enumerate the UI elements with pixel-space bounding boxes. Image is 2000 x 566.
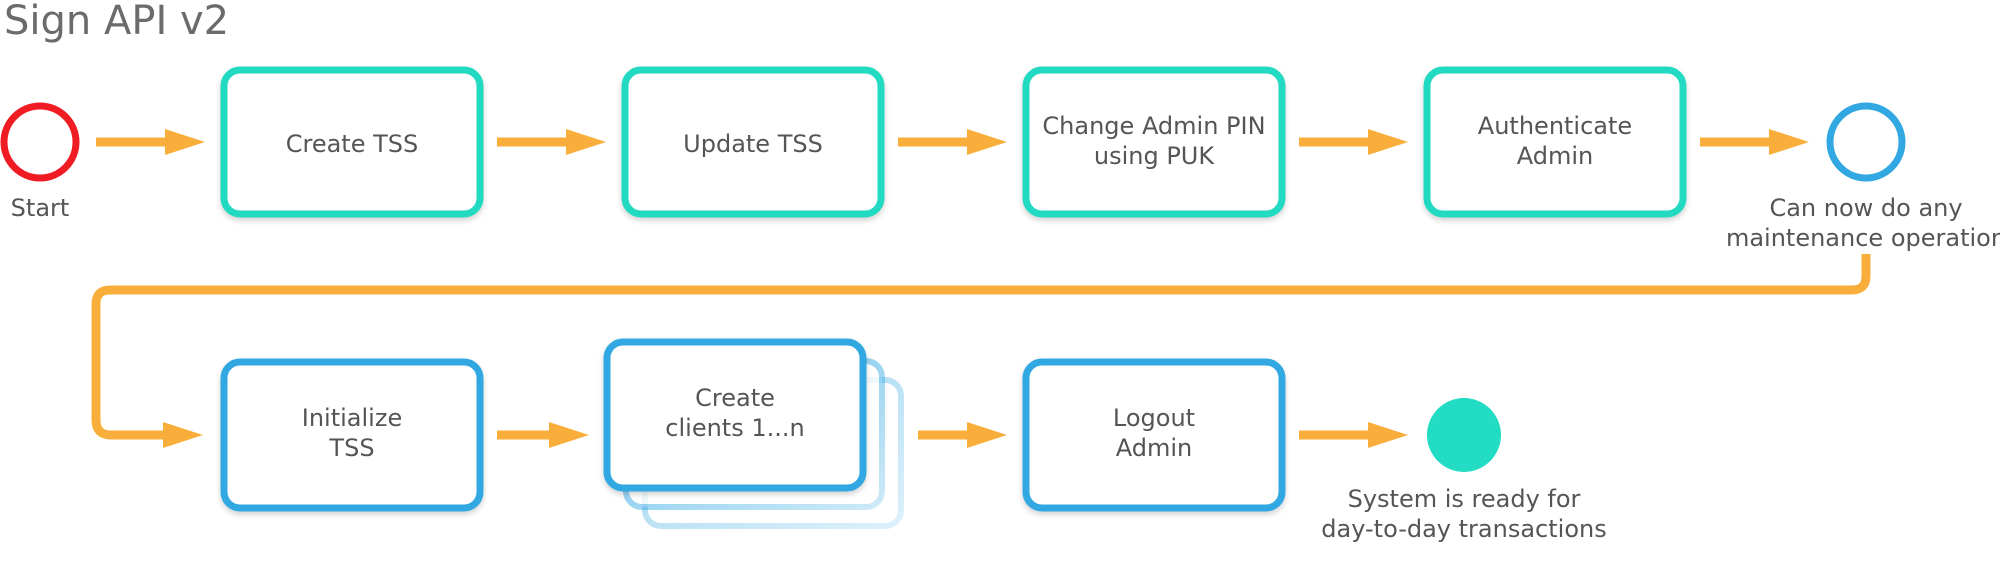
step-logout-admin: Logout Admin (1022, 358, 1286, 512)
arrow-logout-to-end (1299, 422, 1408, 448)
start-event-circle (0, 102, 80, 182)
step-initialize-tss-line1: Initialize (302, 404, 402, 432)
step-logout-admin-line2: Admin (1116, 434, 1193, 462)
arrow-change-pin-to-authenticate (1299, 129, 1408, 155)
step-change-admin-pin-line2: using PUK (1094, 142, 1215, 170)
end-label-line2: day-to-day transactions (1321, 515, 1606, 543)
milestone-event-circle (1826, 102, 1906, 182)
step-authenticate-admin-line1: Authenticate (1478, 112, 1632, 140)
step-update-tss-label: Update TSS (683, 130, 823, 158)
arrow-create-clients-to-logout (918, 422, 1007, 448)
arrow-initialize-to-create-clients (497, 422, 589, 448)
end-label-line1: System is ready for (1348, 485, 1581, 513)
step-create-clients-line1: Create (695, 384, 775, 412)
step-change-admin-pin-line1: Change Admin PIN (1042, 112, 1265, 140)
connector-row1-to-row2 (91, 254, 1871, 448)
arrow-authenticate-to-milestone (1700, 129, 1809, 155)
step-create-clients-stack: Create clients 1...n (603, 338, 904, 529)
step-initialize-tss-line2: TSS (328, 434, 374, 462)
step-create-tss: Create TSS (220, 66, 484, 218)
page-title: Sign API v2 (4, 0, 229, 44)
milestone-label-line2: maintenance operation (1726, 224, 2000, 252)
arrow-update-to-change-pin (898, 129, 1007, 155)
arrow-create-to-update (497, 129, 606, 155)
start-label: Start (11, 194, 70, 222)
step-create-tss-label: Create TSS (286, 130, 419, 158)
stack-card-front (603, 338, 867, 492)
milestone-label-line1: Can now do any (1769, 194, 1962, 222)
step-create-clients-line2: clients 1...n (665, 414, 804, 442)
step-logout-admin-line1: Logout (1113, 404, 1195, 432)
arrow-start-to-create-tss (96, 129, 205, 155)
step-update-tss: Update TSS (621, 66, 885, 218)
step-initialize-tss: Initialize TSS (220, 358, 484, 512)
step-change-admin-pin: Change Admin PIN using PUK (1022, 66, 1286, 218)
step-authenticate-admin: Authenticate Admin (1423, 66, 1687, 218)
step-authenticate-admin-line2: Admin (1517, 142, 1594, 170)
end-event-circle (1427, 398, 1501, 472)
